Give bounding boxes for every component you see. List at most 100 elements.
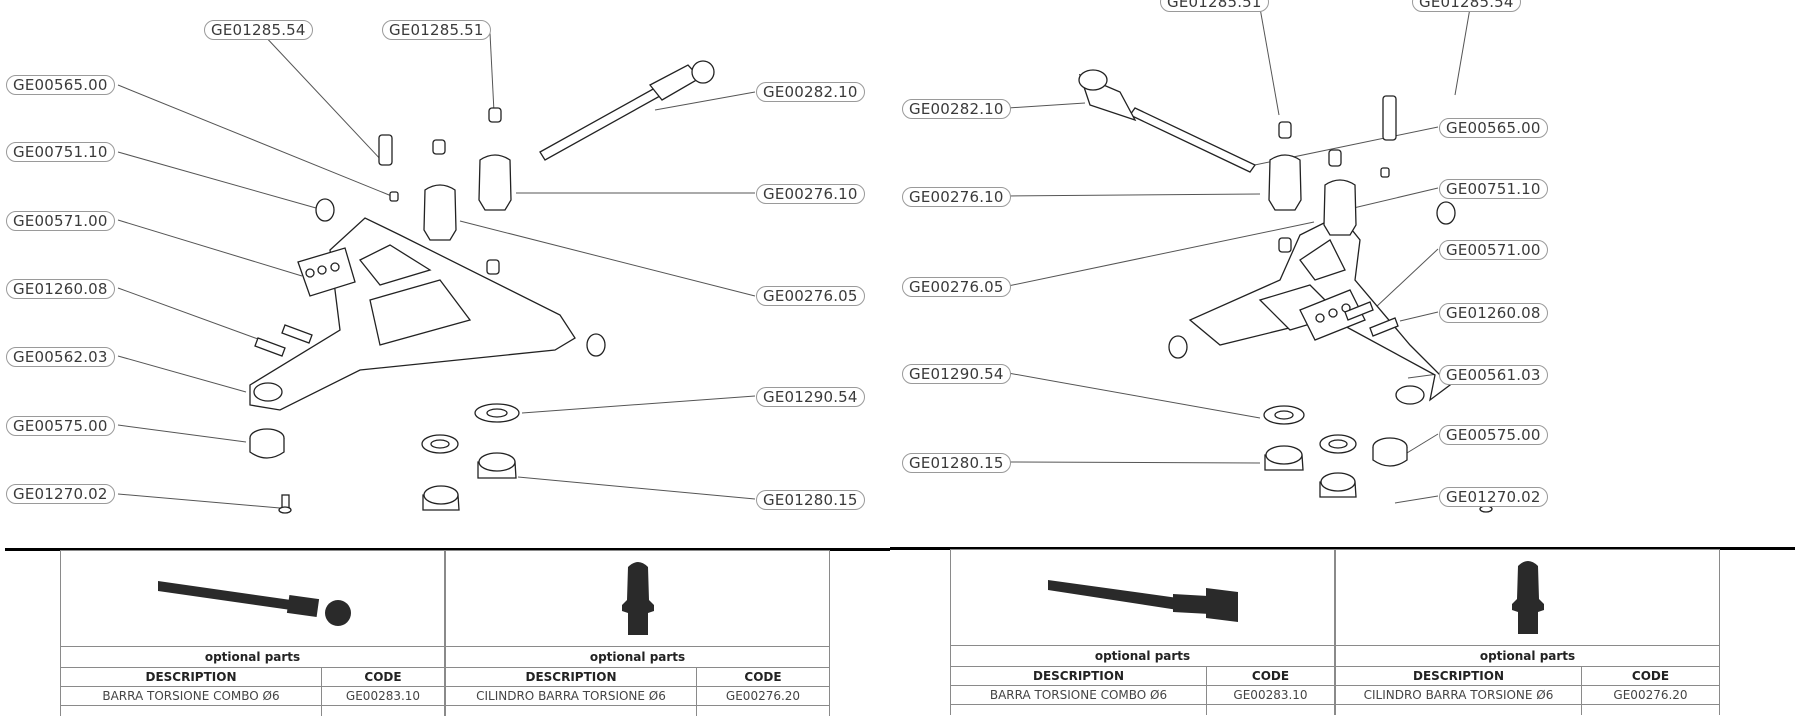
torsion-bar bbox=[1129, 107, 1256, 173]
callout-ge01285-54[interactable]: GE01285.54 bbox=[1412, 0, 1521, 12]
column-header-code: CODE bbox=[1581, 666, 1720, 686]
arm-pivot-hole bbox=[1395, 385, 1425, 405]
leader-line bbox=[517, 476, 756, 500]
pin-small bbox=[1278, 237, 1292, 253]
leader-line bbox=[117, 287, 259, 340]
part-description: CILINDRO BARRA TORSIONE Ø6 bbox=[445, 686, 697, 706]
callout-ge00575-00[interactable]: GE00575.00 bbox=[6, 416, 115, 436]
table-row: BARRA TORSIONE COMBO Ø6 GE00283.10 bbox=[60, 686, 445, 706]
part-code: GE00276.20 bbox=[1581, 685, 1720, 705]
screw bbox=[1344, 301, 1374, 321]
leader-line bbox=[1374, 248, 1439, 309]
callout-ge00561-03[interactable]: GE00561.03 bbox=[1439, 365, 1548, 385]
callout-ge00751-10[interactable]: GE00751.10 bbox=[1439, 179, 1548, 199]
leader-line bbox=[654, 91, 756, 111]
part-description: CILINDRO BARRA TORSIONE Ø6 bbox=[1335, 685, 1582, 705]
leader-line bbox=[1007, 193, 1261, 197]
leader-line bbox=[117, 219, 303, 277]
leader-line bbox=[261, 32, 384, 163]
torsion-cylinder-icon bbox=[621, 561, 654, 635]
part-code: GE00276.20 bbox=[696, 686, 830, 706]
leader-line bbox=[489, 32, 495, 113]
callout-ge00276-05[interactable]: GE00276.05 bbox=[756, 286, 865, 306]
mount-block bbox=[297, 247, 356, 297]
callout-ge01285-51[interactable]: GE01285.51 bbox=[382, 20, 491, 40]
callout-ge01270-02[interactable]: GE01270.02 bbox=[6, 484, 115, 504]
leader-line bbox=[117, 84, 395, 198]
part-image-cell bbox=[950, 549, 1335, 646]
table-row: BARRA TORSIONE COMBO Ø6 GE00283.10 bbox=[950, 685, 1335, 705]
right-drawing bbox=[1007, 7, 1493, 513]
callout-ge00562-03[interactable]: GE00562.03 bbox=[6, 347, 115, 367]
spacer-small bbox=[488, 107, 502, 123]
spacer-long bbox=[378, 134, 393, 166]
part-description: BARRA TORSIONE COMBO Ø6 bbox=[60, 686, 322, 706]
torsion-cylinder bbox=[1323, 179, 1357, 236]
callout-ge01290-54[interactable]: GE01290.54 bbox=[756, 387, 865, 407]
column-header-description: DESCRIPTION bbox=[950, 666, 1207, 686]
right-exploded-view: GE01285.51 GE01285.54 GE00282.10 GE00565… bbox=[890, 0, 1802, 723]
column-header-description: DESCRIPTION bbox=[445, 667, 697, 687]
leader-line bbox=[1401, 433, 1439, 457]
arm-cutout bbox=[369, 279, 472, 346]
column-header-description: DESCRIPTION bbox=[1335, 666, 1582, 686]
callout-ge00276-05[interactable]: GE00276.05 bbox=[902, 277, 1011, 297]
callout-ge01280-15[interactable]: GE01280.15 bbox=[902, 453, 1011, 473]
callout-ge01260-08[interactable]: GE01260.08 bbox=[1439, 303, 1548, 323]
part-image-cell bbox=[1335, 549, 1720, 646]
bushing bbox=[315, 198, 335, 222]
section-divider bbox=[890, 547, 1795, 550]
spacer-long bbox=[1382, 95, 1397, 141]
callout-ge01285-54[interactable]: GE01285.54 bbox=[204, 20, 313, 40]
part-description: BARRA TORSIONE COMBO Ø6 bbox=[950, 685, 1207, 705]
column-header-code: CODE bbox=[321, 667, 445, 687]
leader-line bbox=[1344, 187, 1439, 211]
callout-ge01285-51[interactable]: GE01285.51 bbox=[1160, 0, 1269, 12]
screw bbox=[254, 337, 286, 357]
table-title: optional parts bbox=[1335, 645, 1720, 667]
pin-small bbox=[1380, 167, 1390, 178]
callout-ge00282-10[interactable]: GE00282.10 bbox=[756, 82, 865, 102]
spacer-small bbox=[1328, 149, 1342, 167]
callout-ge00751-10[interactable]: GE00751.10 bbox=[6, 142, 115, 162]
arm-cutout bbox=[1299, 239, 1346, 281]
bushing bbox=[586, 333, 606, 357]
spacer-small bbox=[432, 139, 446, 155]
leader-line bbox=[1007, 221, 1315, 287]
bushing bbox=[1436, 201, 1456, 225]
part-code: GE00283.10 bbox=[1206, 685, 1335, 705]
callout-ge00565-00[interactable]: GE00565.00 bbox=[6, 75, 115, 95]
screw bbox=[281, 324, 313, 344]
torsion-bar-ball bbox=[691, 60, 715, 84]
leader-line bbox=[117, 355, 247, 393]
leader-line bbox=[1007, 372, 1261, 419]
leader-line bbox=[117, 151, 317, 209]
column-header-code: CODE bbox=[696, 667, 830, 687]
callout-ge01270-02[interactable]: GE01270.02 bbox=[1439, 487, 1548, 507]
leader-line bbox=[1454, 7, 1471, 96]
column-header-code: CODE bbox=[1206, 666, 1335, 686]
callout-ge01280-15[interactable]: GE01280.15 bbox=[756, 490, 865, 510]
callout-ge00276-10[interactable]: GE00276.10 bbox=[902, 187, 1011, 207]
torsion-cylinder bbox=[423, 184, 457, 241]
part-image-cell bbox=[60, 550, 445, 647]
callout-ge00565-00[interactable]: GE00565.00 bbox=[1439, 118, 1548, 138]
callout-ge01260-08[interactable]: GE01260.08 bbox=[6, 279, 115, 299]
optional-parts-table: optional parts DESCRIPTION CODE CILINDRO… bbox=[1335, 549, 1720, 715]
optional-parts-table: optional parts DESCRIPTION CODE CILINDRO… bbox=[445, 550, 830, 716]
callout-ge00571-00[interactable]: GE00571.00 bbox=[1439, 240, 1548, 260]
torsion-bar-ball-icon bbox=[157, 581, 351, 626]
section-divider bbox=[5, 548, 890, 551]
leader-line bbox=[1399, 311, 1439, 322]
left-drawing bbox=[117, 32, 756, 514]
callout-ge00571-00[interactable]: GE00571.00 bbox=[6, 211, 115, 231]
part-image-cell bbox=[445, 550, 830, 647]
callout-ge01290-54[interactable]: GE01290.54 bbox=[902, 364, 1011, 384]
callout-ge00575-00[interactable]: GE00575.00 bbox=[1439, 425, 1548, 445]
callout-ge00276-10[interactable]: GE00276.10 bbox=[756, 184, 865, 204]
callout-ge00282-10[interactable]: GE00282.10 bbox=[902, 99, 1011, 119]
pin-small bbox=[486, 259, 500, 275]
table-title: optional parts bbox=[60, 646, 445, 668]
leader-line bbox=[1007, 102, 1086, 109]
leader-line bbox=[459, 220, 756, 297]
